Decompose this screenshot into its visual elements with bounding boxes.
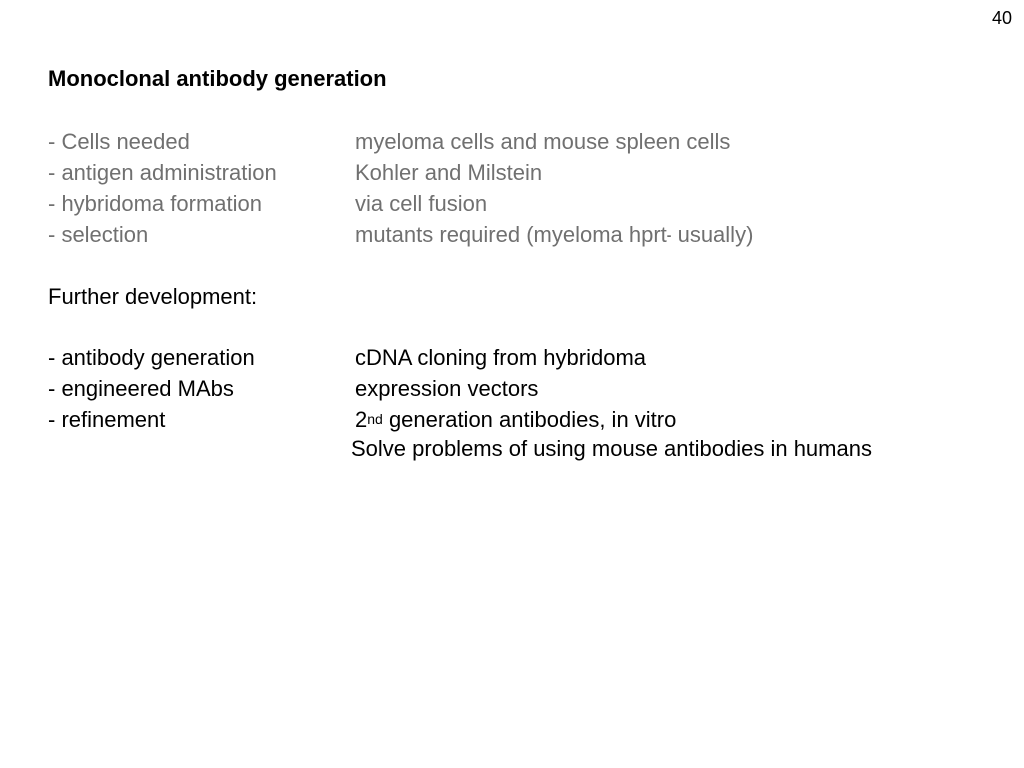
list-item-description: 2nd generation antibodies, in vitro bbox=[355, 407, 676, 433]
description-text: generation antibodies, in vitro bbox=[382, 407, 677, 432]
list-item-description: myeloma cells and mouse spleen cells bbox=[355, 129, 731, 154]
superscript-minus: - bbox=[666, 227, 672, 243]
list-item-description: via cell fusion bbox=[355, 191, 488, 216]
list-item-label: - antigen administration bbox=[48, 160, 277, 185]
list-item-label: - hybridoma formation bbox=[48, 191, 262, 216]
list-item-description: expression vectors bbox=[355, 376, 539, 401]
list-item-label: - selection bbox=[48, 222, 149, 247]
list-item-label: - engineered MAbs bbox=[48, 376, 234, 401]
list-item-description: cDNA cloning from hybridoma bbox=[355, 345, 647, 370]
list-item-label: - Cells needed bbox=[48, 129, 190, 154]
list-item-label: - refinement bbox=[48, 407, 166, 432]
superscript-ordinal: nd bbox=[367, 411, 383, 427]
list-item-description: Kohler and Milstein bbox=[355, 160, 543, 185]
section-heading: Further development: bbox=[48, 284, 258, 309]
slide-number: 40 bbox=[991, 8, 1012, 28]
slide-title: Monoclonal antibody generation bbox=[48, 66, 387, 91]
description-text: mutants required (myeloma hprt bbox=[355, 222, 667, 247]
list-item-label: - antibody generation bbox=[48, 345, 255, 370]
description-text: usually) bbox=[671, 222, 754, 247]
refinement-note: Solve problems of using mouse antibodies… bbox=[351, 436, 872, 461]
description-text: 2 bbox=[355, 407, 368, 432]
list-item-description: mutants required (myeloma hprt- usually) bbox=[355, 222, 753, 248]
